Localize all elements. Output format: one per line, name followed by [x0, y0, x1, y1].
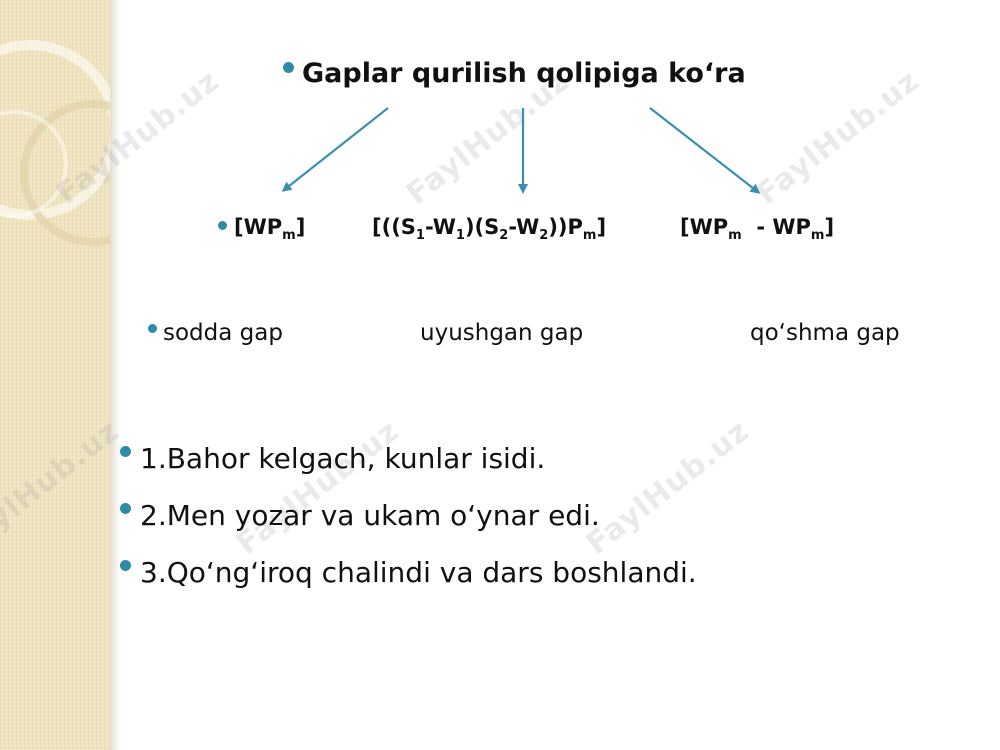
formula-compound: [WPm - WPm]: [680, 215, 834, 243]
list-item: 1.Bahor kelgach, kunlar isidi.: [120, 442, 697, 499]
formula-subscript: m: [582, 228, 597, 244]
list-item: 3.Qo‘ng‘iroq chalindi va dars boshlandi.: [120, 556, 697, 613]
formula-part: ]: [824, 215, 835, 239]
formula-subscript: m: [728, 228, 742, 244]
example-text: 2.Men yozar va ukam o‘ynar edi.: [140, 499, 600, 532]
formula-part: -W: [424, 215, 456, 239]
sidebar-shadow: [110, 0, 120, 750]
bullet-icon: [120, 445, 131, 457]
formula-subscript: 2: [499, 228, 509, 244]
formula-subscript: 1: [415, 228, 425, 244]
type-label-coordinated: uyushgan gap: [420, 320, 584, 346]
example-text: 1.Bahor kelgach, kunlar isidi.: [140, 442, 546, 475]
arrow-right: [649, 107, 761, 194]
type-label-compound: qo‘shma gap: [750, 320, 900, 346]
formula-part: [WP: [234, 215, 283, 239]
bullet-icon: [283, 62, 294, 73]
slide-heading: Gaplar qurilish qolipiga ko‘ra: [283, 58, 746, 89]
formula-subscript: m: [282, 228, 296, 244]
example-list: 1.Bahor kelgach, kunlar isidi. 2.Men yoz…: [120, 442, 697, 613]
bullet-icon: [148, 324, 157, 333]
formula-subscript: m: [810, 228, 825, 244]
type-label-text: sodda gap: [163, 320, 283, 346]
formula-part: ]: [295, 215, 306, 239]
heading-text: Gaplar qurilish qolipiga ko‘ra: [302, 58, 746, 89]
formula-part: )(S: [464, 215, 500, 239]
arrow-left: [281, 107, 389, 192]
example-text: 3.Qo‘ng‘iroq chalindi va dars boshlandi.: [140, 556, 697, 589]
formula-part: - WP: [741, 215, 811, 239]
formula-subscript: 1: [455, 228, 465, 244]
formula-coordinated: [((S1-W1)(S2-W2))Pm]: [372, 215, 606, 243]
list-item: 2.Men yozar va ukam o‘ynar edi.: [120, 499, 697, 556]
formula-part: ]: [596, 215, 607, 239]
bullet-icon: [120, 502, 131, 514]
formula-subscript: 2: [539, 228, 549, 244]
decorative-sidebar: [0, 0, 110, 750]
formula-part: [((S: [372, 215, 416, 239]
formula-simple: [WPm]: [218, 215, 305, 243]
bullet-icon: [218, 220, 227, 230]
formula-part: ))P: [548, 215, 583, 239]
type-label-simple: sodda gap: [148, 320, 283, 346]
formula-part: -W: [508, 215, 540, 239]
bullet-icon: [120, 559, 131, 571]
formula-part: [WP: [680, 215, 729, 239]
